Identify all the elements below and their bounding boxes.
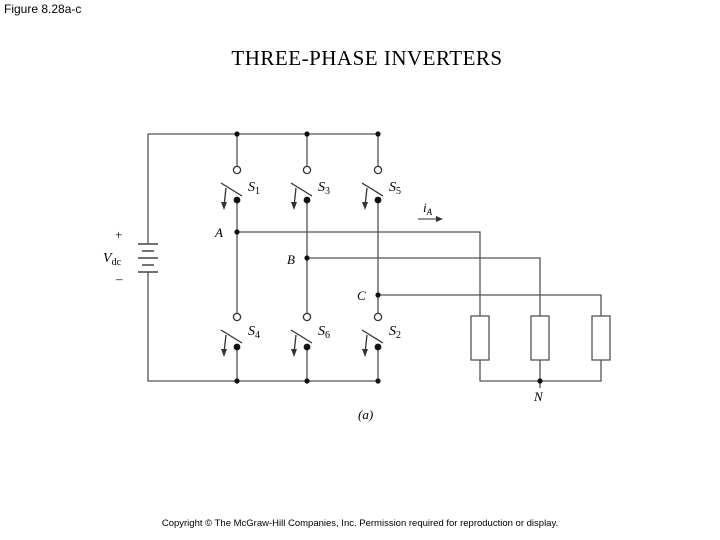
switch-label-s6: S6 <box>318 324 330 341</box>
load-resistor-c <box>591 315 611 361</box>
lower-leg-wires <box>236 347 379 381</box>
load-resistor-b <box>530 315 550 361</box>
phase-a-output <box>237 231 481 316</box>
copyright-notice: Copyright © The McGraw-Hill Companies, I… <box>161 518 559 529</box>
source-plus-sign: + <box>115 227 122 242</box>
switch-label-s5: S5 <box>389 180 401 197</box>
switch-contacts <box>233 196 382 351</box>
source-label: Vdc <box>103 251 122 268</box>
switch-label-s3: S3 <box>318 180 330 197</box>
negative-dc-bus <box>147 272 378 382</box>
node-label-a: A <box>214 225 223 240</box>
figure-caption: (a) <box>358 407 373 422</box>
switch-s3 <box>290 165 313 207</box>
load-resistor-a <box>470 315 490 361</box>
node-label-n: N <box>533 389 544 404</box>
page-title: THREE-PHASE INVERTERS <box>231 46 503 70</box>
neutral-wiring <box>479 360 602 388</box>
current-label: iA <box>423 200 433 217</box>
junction-dots <box>234 131 543 384</box>
phase-b-output <box>307 257 541 316</box>
node-label-b: B <box>287 252 295 267</box>
upper-leg-wires <box>236 134 379 166</box>
switch-arrowheads <box>221 202 368 357</box>
switch-label-s2: S2 <box>389 324 401 341</box>
source-minus-sign: – <box>115 271 123 286</box>
figure-label: Figure 8.28a-c <box>4 2 82 16</box>
node-label-c: C <box>357 288 366 303</box>
switch-s4 <box>220 312 243 354</box>
switch-s6 <box>290 312 313 354</box>
phase-c-output <box>378 294 602 316</box>
dc-source-battery <box>138 243 158 273</box>
current-arrow-head <box>436 216 443 222</box>
switch-label-s1: S1 <box>248 180 260 197</box>
switch-label-s4: S4 <box>248 324 260 341</box>
